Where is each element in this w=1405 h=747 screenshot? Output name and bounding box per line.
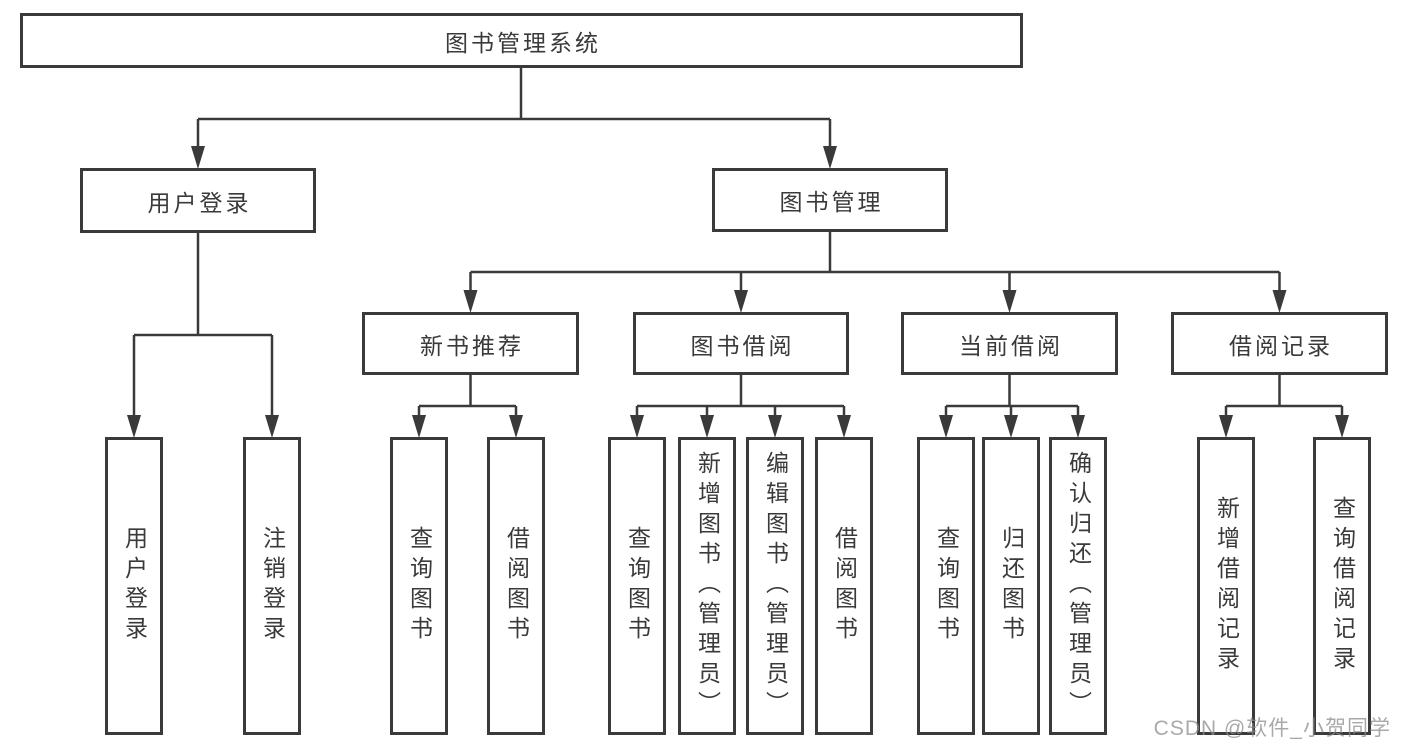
leaf-borrow-books-borrowing: 借阅图书 xyxy=(815,437,873,735)
csdn-watermark: CSDN @软件_小贺同学 xyxy=(1153,717,1391,740)
leaf-add-borrow-record: 新增借阅记录 xyxy=(1197,437,1255,735)
node-new-book-recommend: 新书推荐 xyxy=(362,312,579,375)
leaf-user-login: 用户登录 xyxy=(105,437,163,735)
leaf-confirm-return-admin: 确认归还（管理员） xyxy=(1049,437,1107,735)
leaf-add-book-admin: 新增图书（管理员） xyxy=(678,437,736,735)
node-book-borrowing: 图书借阅 xyxy=(633,312,849,375)
leaf-query-books-borrowing: 查询图书 xyxy=(608,437,666,735)
leaf-query-borrow-record: 查询借阅记录 xyxy=(1313,437,1371,735)
node-user-login-branch: 用户登录 xyxy=(80,168,316,233)
leaf-edit-book-admin: 编辑图书（管理员） xyxy=(746,437,804,735)
node-book-management-branch: 图书管理 xyxy=(712,168,948,232)
leaf-query-books-recommend: 查询图书 xyxy=(390,437,448,735)
node-root-system: 图书管理系统 xyxy=(20,13,1023,68)
leaf-return-books: 归还图书 xyxy=(982,437,1040,735)
leaf-query-books-current: 查询图书 xyxy=(917,437,975,735)
leaf-logout: 注销登录 xyxy=(243,437,301,735)
leaf-borrow-books-recommend: 借阅图书 xyxy=(487,437,545,735)
node-current-borrowing: 当前借阅 xyxy=(901,312,1118,375)
node-borrowing-records: 借阅记录 xyxy=(1171,312,1388,375)
